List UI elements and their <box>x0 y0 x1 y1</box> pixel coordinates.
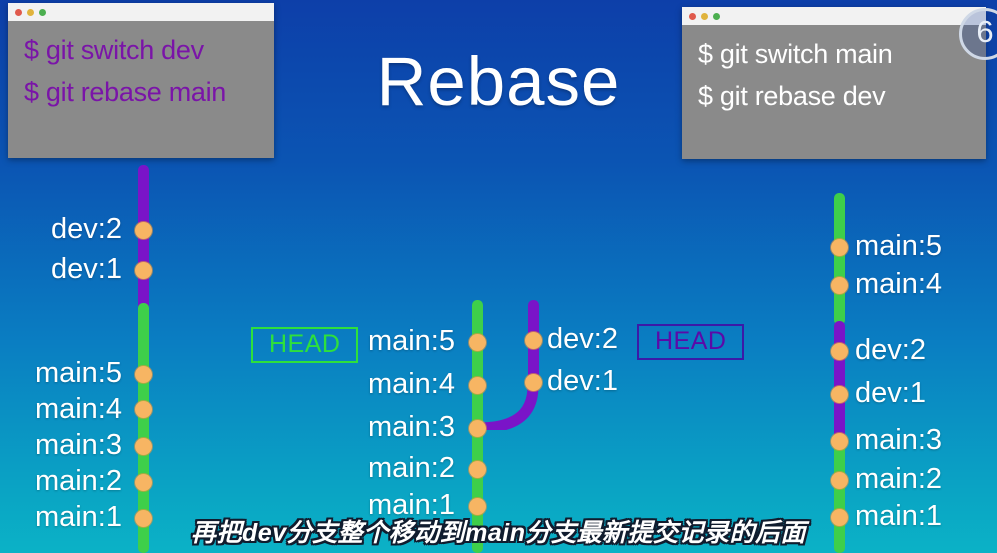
commit-node[interactable] <box>135 262 152 279</box>
commit-node[interactable] <box>831 343 848 360</box>
commit-node[interactable] <box>135 510 152 527</box>
commit-node[interactable] <box>469 377 486 394</box>
commit-node[interactable] <box>469 498 486 515</box>
commit-label: dev:2 <box>547 323 618 355</box>
minimize-button-left[interactable] <box>27 8 34 16</box>
commit-label: dev:2 <box>51 213 122 245</box>
commit-node[interactable] <box>135 401 152 418</box>
terminal-body-right: $ git switch main $ git rebase dev <box>682 25 986 127</box>
commit-label: main:5 <box>855 230 943 262</box>
terminal-line: $ git switch dev <box>24 35 204 65</box>
dev-branch-line-right <box>834 321 845 439</box>
commit-node[interactable] <box>135 474 152 491</box>
commit-node[interactable] <box>469 420 486 437</box>
commit-label: main:1 <box>367 489 455 521</box>
commit-label: main:1 <box>34 501 122 533</box>
commit-node[interactable] <box>525 332 542 349</box>
commit-label: dev:1 <box>51 253 122 285</box>
commit-node[interactable] <box>831 277 848 294</box>
commit-node[interactable] <box>831 239 848 256</box>
commit-label: main:4 <box>34 393 122 425</box>
commit-label: dev:1 <box>547 365 618 397</box>
commit-node[interactable] <box>831 433 848 450</box>
head-badge-main: HEAD <box>251 327 359 363</box>
commit-label: main:2 <box>855 463 943 495</box>
commit-label: main:3 <box>855 424 943 456</box>
terminal-line: $ git switch main <box>698 39 893 69</box>
terminal-window-right[interactable]: $ git switch main $ git rebase dev <box>682 7 986 159</box>
commit-label: dev:1 <box>855 377 926 409</box>
maximize-button-right[interactable] <box>713 12 720 20</box>
titlebar-left <box>8 3 274 21</box>
terminal-line: $ git rebase dev <box>698 81 886 111</box>
close-button-right[interactable] <box>689 12 696 20</box>
corner-number-icon: 6 <box>959 8 997 60</box>
main-branch-line-left <box>138 303 149 553</box>
commit-node[interactable] <box>831 386 848 403</box>
commit-label: main:3 <box>34 429 122 461</box>
commit-node[interactable] <box>135 222 152 239</box>
dev-branch-curve-center <box>472 380 539 430</box>
subtitle-caption: 再把dev分支整个移动到main分支最新提交记录的后面 <box>191 519 806 547</box>
commit-node[interactable] <box>135 438 152 455</box>
main-branch-line-right-bottom <box>834 435 845 553</box>
commit-label: main:1 <box>855 500 943 532</box>
page-title: Rebase <box>376 43 621 120</box>
commit-node[interactable] <box>469 461 486 478</box>
commit-label: main:2 <box>34 465 122 497</box>
terminal-body-left: $ git switch dev $ git rebase main <box>8 21 274 123</box>
commit-label: dev:2 <box>855 334 926 366</box>
commit-node[interactable] <box>831 509 848 526</box>
commit-label: main:4 <box>367 368 455 400</box>
terminal-line: $ git rebase main <box>24 77 227 107</box>
maximize-button-left[interactable] <box>39 8 46 16</box>
head-badge-dev: HEAD <box>637 324 745 360</box>
commit-label: main:5 <box>34 357 122 389</box>
minimize-button-right[interactable] <box>701 12 708 20</box>
close-button-left[interactable] <box>15 8 22 16</box>
commit-label: main:4 <box>855 268 943 300</box>
commit-label: main:3 <box>367 411 455 443</box>
main-branch-line-right-top <box>834 193 845 325</box>
titlebar-right <box>682 7 986 25</box>
commit-node[interactable] <box>525 374 542 391</box>
commit-node[interactable] <box>469 334 486 351</box>
terminal-window-left[interactable]: $ git switch dev $ git rebase main <box>8 3 274 158</box>
commit-node[interactable] <box>831 472 848 489</box>
commit-label: main:5 <box>367 325 455 357</box>
commit-node[interactable] <box>135 366 152 383</box>
commit-label: main:2 <box>367 452 455 484</box>
